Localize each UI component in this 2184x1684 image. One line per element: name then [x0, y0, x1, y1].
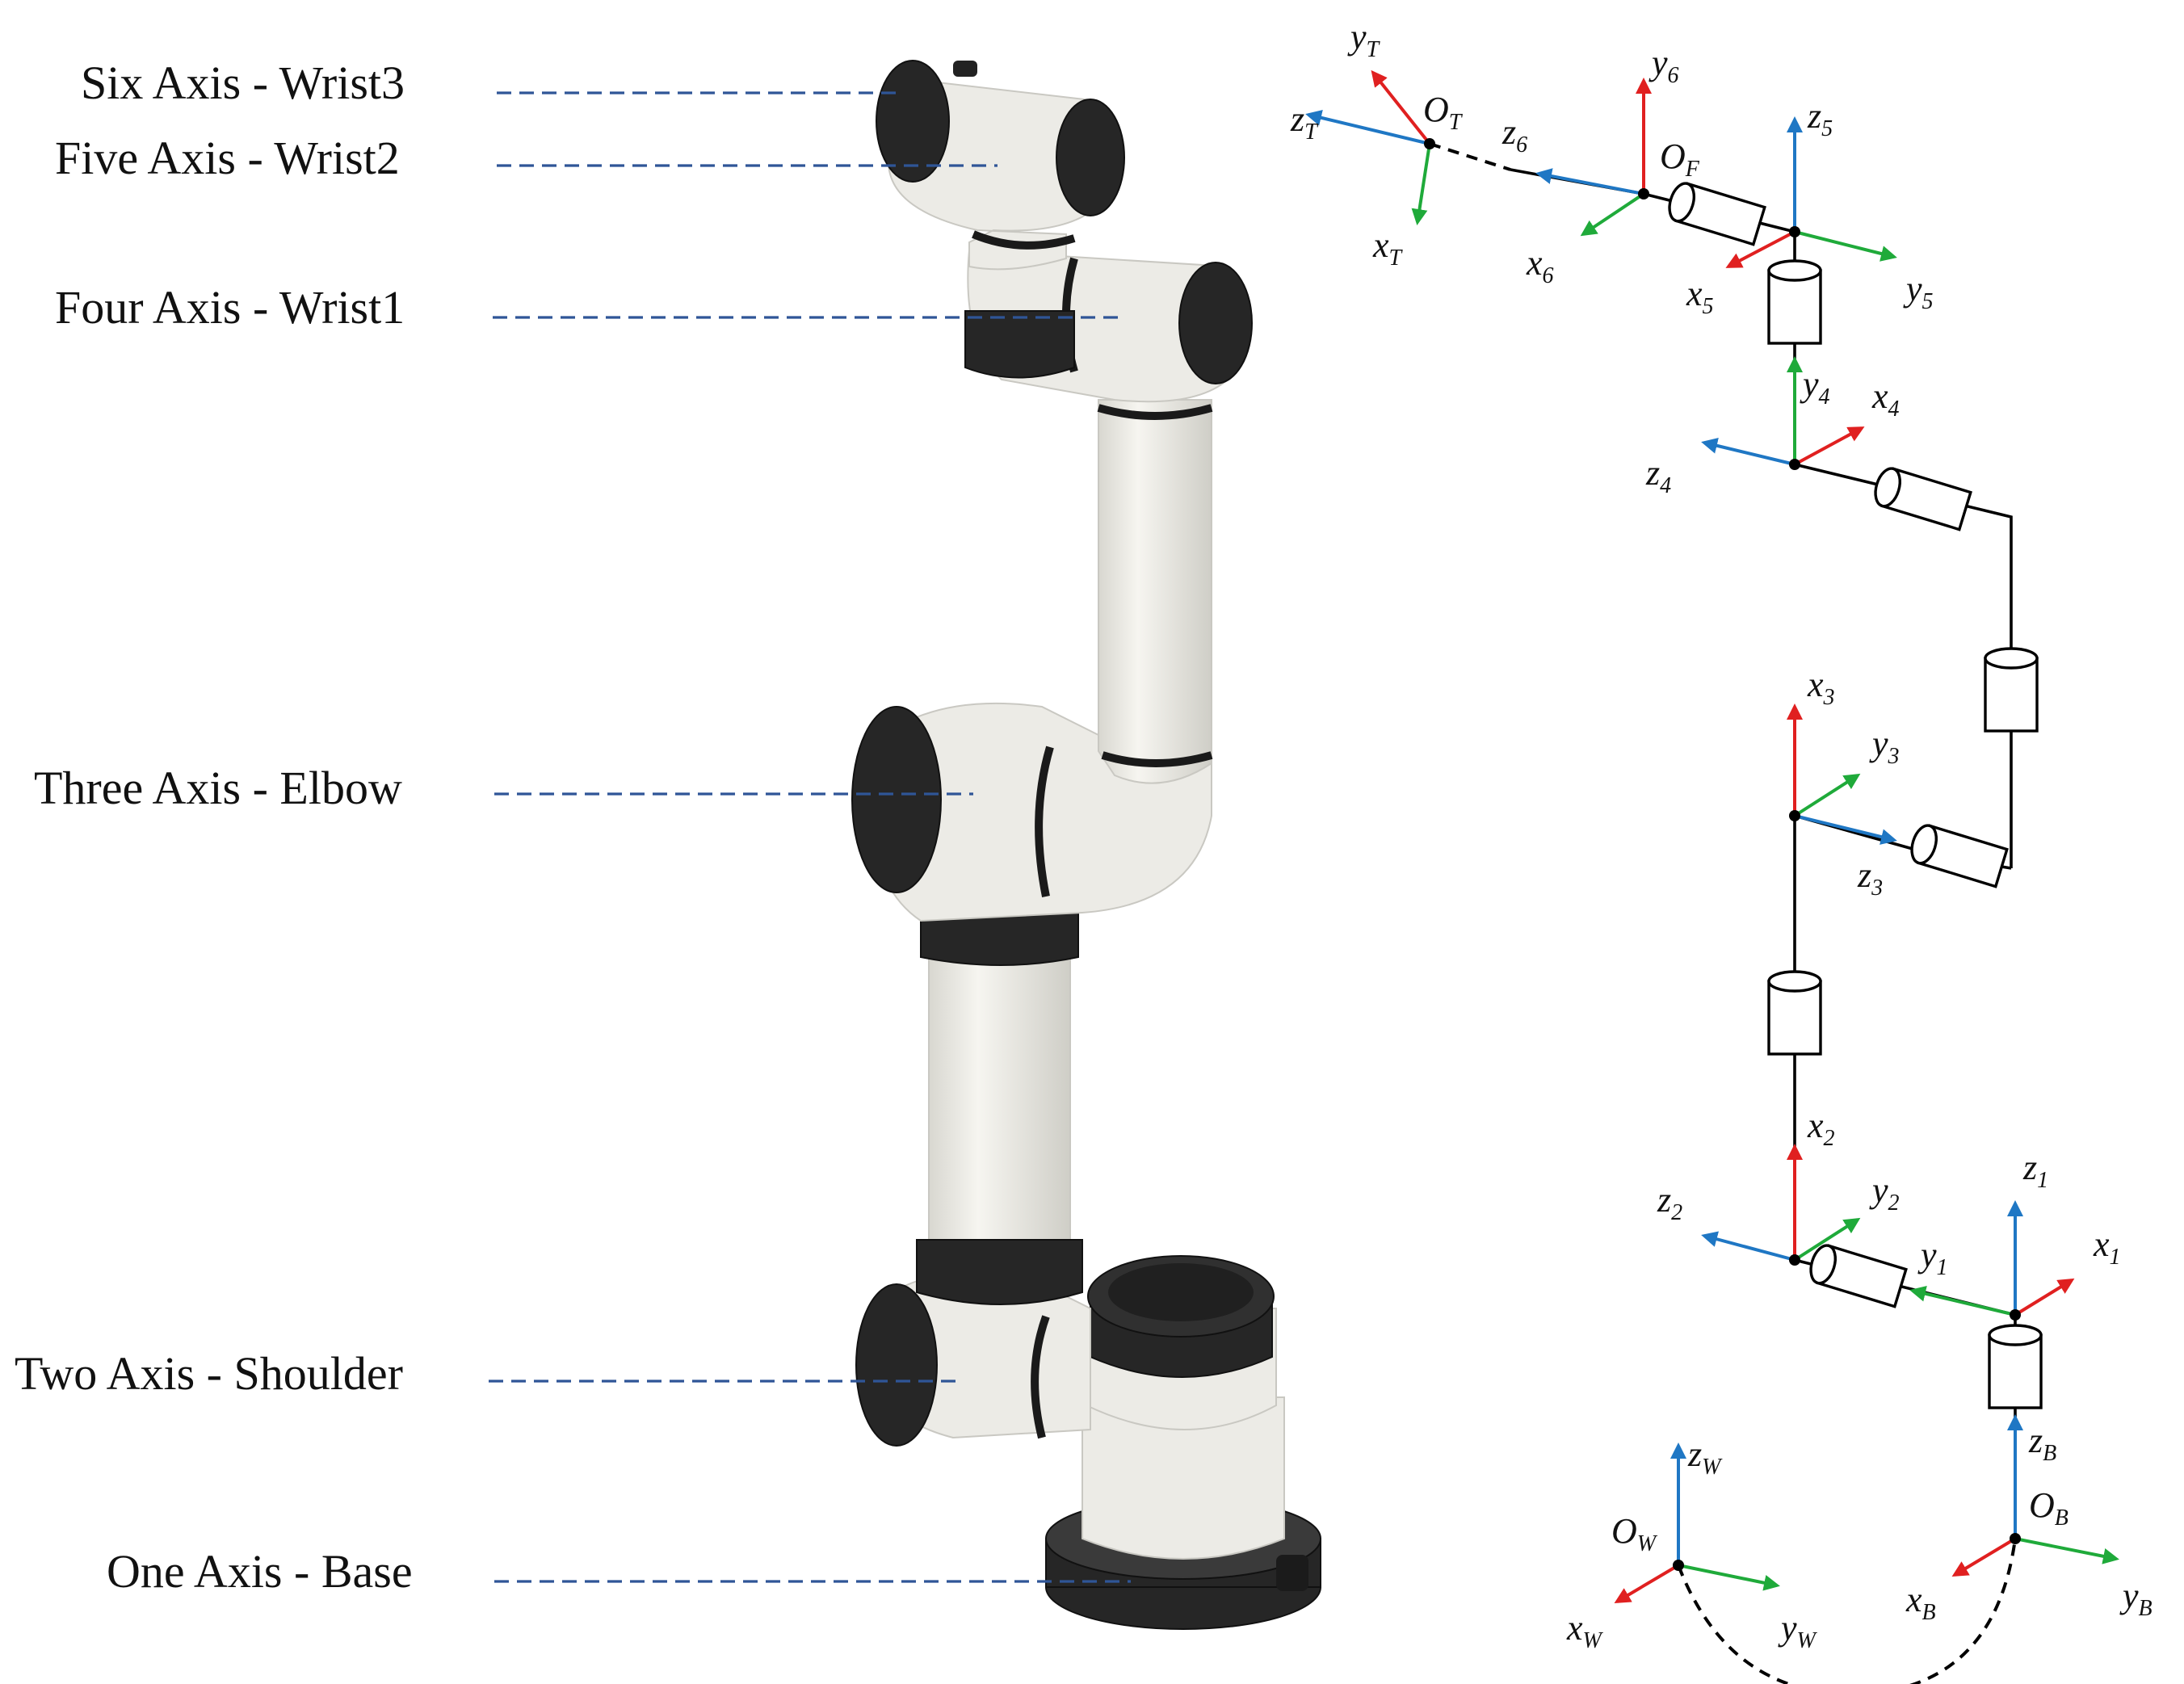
frame-3: x3 y3 z3: [1787, 665, 1900, 901]
frame-1: z1 x1 y1: [1909, 1148, 2121, 1321]
joint-cylinder-2: [1767, 970, 1822, 1056]
label-yT: y: [1347, 17, 1367, 57]
label-z3: z: [1857, 855, 1871, 895]
frame-B: zB OB xB yB: [1905, 1414, 2152, 1625]
joint-cylinder-4: [1874, 467, 1972, 531]
svg-text:z1: z1: [2022, 1148, 2048, 1193]
robot-base: [1045, 1396, 1321, 1630]
robot-upper-arm: [1097, 399, 1213, 784]
label-z1: z: [2022, 1148, 2037, 1187]
svg-text:zT: zT: [1290, 99, 1319, 145]
svg-text:x6: x6: [1526, 243, 1554, 288]
label-y3: y: [1869, 724, 1888, 763]
label-xW: x: [1566, 1608, 1583, 1648]
svg-text:yB: yB: [2119, 1576, 2152, 1621]
label-zT: z: [1290, 99, 1304, 139]
label-five-axis: Five Axis - Wrist2: [55, 132, 400, 184]
label-OF: O: [1660, 136, 1686, 176]
svg-text:yW: yW: [1778, 1608, 1818, 1653]
robot-shoulder-joint: [855, 1270, 1091, 1447]
frame-2: x2 y2 z2: [1657, 1106, 1900, 1266]
label-z6: z: [1502, 112, 1516, 152]
label-z2: z: [1657, 1180, 1671, 1220]
joint-cylinder-5: [1767, 259, 1822, 345]
label-y4: y: [1800, 364, 1819, 404]
label-x3: x: [1807, 665, 1824, 704]
robot-arm-illustration: [851, 60, 1321, 1630]
label-three-axis: Three Axis - Elbow: [34, 762, 402, 814]
svg-text:zB: zB: [2028, 1421, 2056, 1466]
joint-cylinder-base: [1988, 1324, 2043, 1409]
label-xB: x: [1905, 1580, 1922, 1619]
frame-6: y6 z6 x6 OF: [1502, 43, 1700, 288]
label-one-axis: One Axis - Base: [107, 1545, 413, 1598]
label-x4: x: [1871, 376, 1888, 416]
robot-shoulder-cap: [1086, 1255, 1277, 1430]
svg-text:x1: x1: [2093, 1224, 2121, 1270]
joint-cylinder-elbow: [1984, 647, 2039, 733]
joint-cylinder-1: [1809, 1244, 1908, 1308]
robot-wrist2-wrist3: [876, 60, 1125, 271]
svg-text:xB: xB: [1905, 1580, 1936, 1625]
label-y6: y: [1648, 43, 1668, 82]
label-zW: z: [1687, 1434, 1702, 1474]
label-y2: y: [1869, 1170, 1888, 1210]
svg-text:OW: OW: [1611, 1511, 1658, 1556]
svg-text:OF: OF: [1660, 136, 1700, 182]
robot-lower-arm: [916, 904, 1083, 1305]
label-four-axis: Four Axis - Wrist1: [55, 281, 405, 334]
svg-text:z2: z2: [1657, 1180, 1682, 1225]
label-yW: y: [1778, 1608, 1797, 1648]
svg-text:OB: OB: [2029, 1485, 2068, 1531]
svg-text:x4: x4: [1871, 376, 1900, 422]
svg-text:z4: z4: [1645, 453, 1671, 498]
label-six-axis: Six Axis - Wrist3: [81, 57, 405, 109]
svg-text:y4: y4: [1800, 364, 1830, 409]
svg-text:x2: x2: [1807, 1106, 1835, 1151]
label-z5: z: [1807, 96, 1821, 136]
svg-text:x5: x5: [1686, 274, 1714, 319]
svg-text:xT: xT: [1372, 225, 1404, 271]
joint-cylinder-6: [1668, 182, 1766, 246]
label-yB: y: [2119, 1576, 2139, 1615]
svg-text:z5: z5: [1807, 96, 1833, 141]
label-zB: z: [2028, 1421, 2043, 1460]
frame-T: yT OT zT xT: [1290, 17, 1464, 271]
axis-labels: Six Axis - Wrist3 Five Axis - Wrist2 Fou…: [15, 57, 1131, 1598]
svg-text:y6: y6: [1648, 43, 1679, 88]
label-two-axis: Two Axis - Shoulder: [15, 1347, 403, 1400]
svg-text:z3: z3: [1857, 855, 1883, 901]
svg-text:OT: OT: [1423, 90, 1464, 135]
frame-5: z5 y5 x5: [1686, 96, 1934, 319]
label-xT: x: [1372, 225, 1389, 265]
svg-text:zW: zW: [1687, 1434, 1723, 1480]
svg-text:yT: yT: [1347, 17, 1381, 62]
label-z4: z: [1645, 453, 1660, 493]
frame-W: zW OW xW yW: [1566, 1434, 1818, 1653]
svg-text:y3: y3: [1869, 724, 1900, 769]
robot-wrist1: [964, 249, 1253, 403]
label-OT: O: [1423, 90, 1449, 129]
label-y1: y: [1917, 1235, 1937, 1275]
svg-text:y1: y1: [1917, 1235, 1948, 1280]
label-x2: x: [1807, 1106, 1824, 1145]
label-OB: O: [2029, 1485, 2055, 1525]
label-x5: x: [1686, 274, 1703, 313]
label-x6: x: [1526, 243, 1543, 283]
frame-4: y4 x4 z4: [1645, 356, 1900, 498]
link-4-elbow: [1794, 463, 2013, 868]
svg-text:xW: xW: [1566, 1608, 1604, 1653]
link-tool-flange: [1429, 142, 1511, 171]
kinematic-chain: yT OT zT xT y6 z6 x6 OF z5 y5 x5: [1290, 17, 2152, 1684]
svg-text:y5: y5: [1903, 269, 1934, 314]
svg-text:y2: y2: [1869, 1170, 1900, 1216]
label-OW: O: [1611, 1511, 1637, 1551]
joint-cylinder-3: [1910, 824, 2009, 888]
link-base-world-arc: [1677, 1538, 2017, 1684]
label-x1: x: [2093, 1224, 2110, 1264]
label-y5: y: [1903, 269, 1922, 309]
svg-text:z6: z6: [1502, 112, 1527, 157]
svg-text:x3: x3: [1807, 665, 1835, 710]
